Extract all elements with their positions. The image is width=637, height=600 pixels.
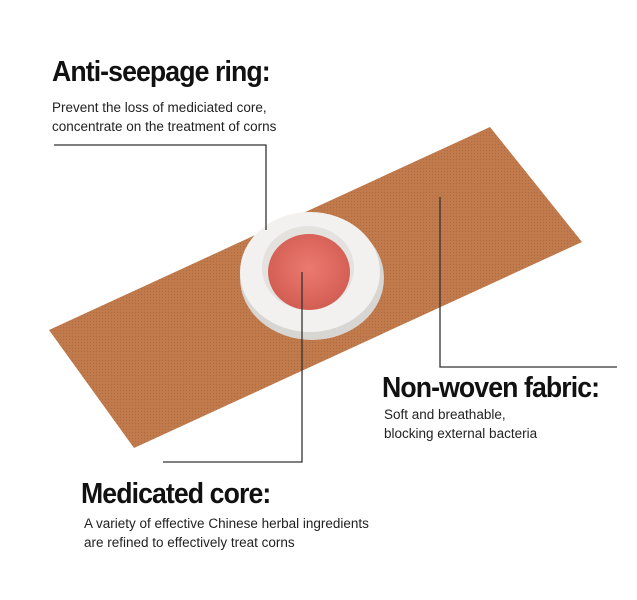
fabric-desc-line: blocking external bacteria (384, 426, 538, 441)
fabric-title: Non-woven fabric: (382, 372, 600, 404)
core-desc-line: A variety of effective Chinese herbal in… (84, 516, 369, 531)
ring-desc-line: concentrate on the treatment of corns (52, 119, 277, 134)
core-desc-line: are refined to effectively treat corns (84, 535, 295, 550)
core-title: Medicated core: (81, 478, 271, 510)
fabric-desc-line: Soft and breathable, (384, 407, 506, 422)
ring-desc-line: Prevent the loss of mediciated core, (52, 100, 267, 115)
fabric-description: Soft and breathable, blocking external b… (384, 405, 537, 443)
medicated-core (268, 234, 350, 310)
ring-title: Anti-seepage ring: (52, 56, 271, 88)
ring-description: Prevent the loss of mediciated core, con… (52, 98, 276, 136)
core-description: A variety of effective Chinese herbal in… (84, 514, 369, 552)
fabric-leader-line (439, 197, 617, 368)
ring-leader-line (54, 144, 267, 230)
core-leader-line (163, 272, 303, 463)
